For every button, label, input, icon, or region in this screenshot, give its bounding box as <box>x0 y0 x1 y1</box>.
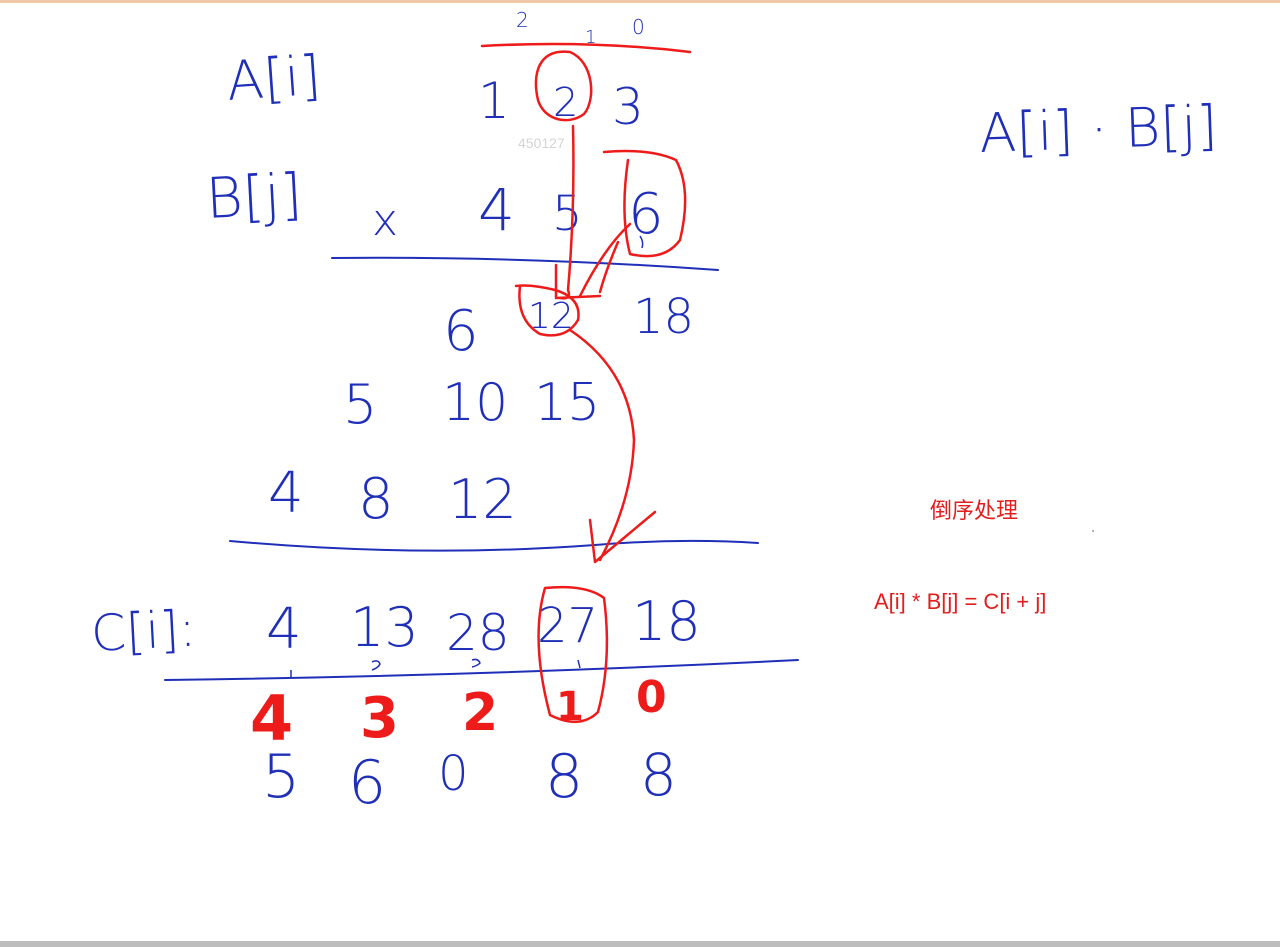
a-index-mark: 1 <box>585 27 596 48</box>
box-b-digit <box>602 149 687 258</box>
partial-cell: 5 <box>343 373 377 436</box>
label-ab-top-right: A[i] · B[j] <box>978 94 1218 165</box>
arrow-a-to-partial <box>554 124 602 300</box>
b-digit: 6 <box>628 182 664 247</box>
c-value: 18 <box>632 590 701 653</box>
a-index-mark: 2 <box>516 8 529 32</box>
c-index: 1 <box>556 684 584 730</box>
c-index: 4 <box>250 682 293 755</box>
b-digit: 5 <box>552 186 583 242</box>
circle-partial <box>514 284 580 337</box>
times-sign: x <box>372 195 398 246</box>
a-digit: 1 <box>478 72 510 130</box>
b-digit: 4 <box>478 176 515 244</box>
arrow-b-to-partial <box>578 222 632 298</box>
partial-cell: 12 <box>448 468 517 531</box>
circle-c-value <box>537 585 609 723</box>
top-border <box>0 0 1280 3</box>
partial-cell: 8 <box>358 467 394 532</box>
partial-cell: 18 <box>633 289 694 345</box>
note-formula: A[i] * B[j] = C[i + j] <box>874 589 1047 614</box>
label-c: C[i]: <box>90 600 198 663</box>
rule-partials <box>229 539 759 552</box>
c-index: 3 <box>360 686 399 751</box>
a-index-mark: 0 <box>632 15 645 39</box>
result-digit: 6 <box>348 748 386 818</box>
a-digit: 3 <box>612 78 644 136</box>
c-index: 0 <box>636 672 667 723</box>
result-digit: 8 <box>545 742 583 812</box>
c-value: 27 <box>537 598 598 654</box>
bottom-border <box>0 941 1280 947</box>
result-digit: 0 <box>438 746 469 802</box>
red-top-line <box>480 42 692 54</box>
arrow-partial-to-sum <box>568 328 657 564</box>
c-value: 13 <box>350 596 419 659</box>
partial-cell: 4 <box>268 461 304 526</box>
stray-dot <box>1092 530 1094 532</box>
c-value: 4 <box>266 597 302 662</box>
result-digit: 5 <box>262 742 300 812</box>
label-a: A[i] <box>225 44 323 113</box>
rule-b <box>331 256 719 271</box>
rule-c <box>164 659 799 681</box>
c-value: 28 <box>446 604 510 662</box>
partial-cell: 6 <box>443 299 479 364</box>
partial-cell: 10 <box>442 373 508 433</box>
result-digit: 8 <box>640 741 677 809</box>
circle-a-digit <box>534 50 593 122</box>
watermark: 450127 <box>518 135 565 151</box>
label-b: B[j] <box>204 162 303 232</box>
note-title: 倒序处理 <box>930 498 1019 523</box>
partial-cell: 15 <box>534 373 600 433</box>
c-index: 2 <box>462 683 498 743</box>
